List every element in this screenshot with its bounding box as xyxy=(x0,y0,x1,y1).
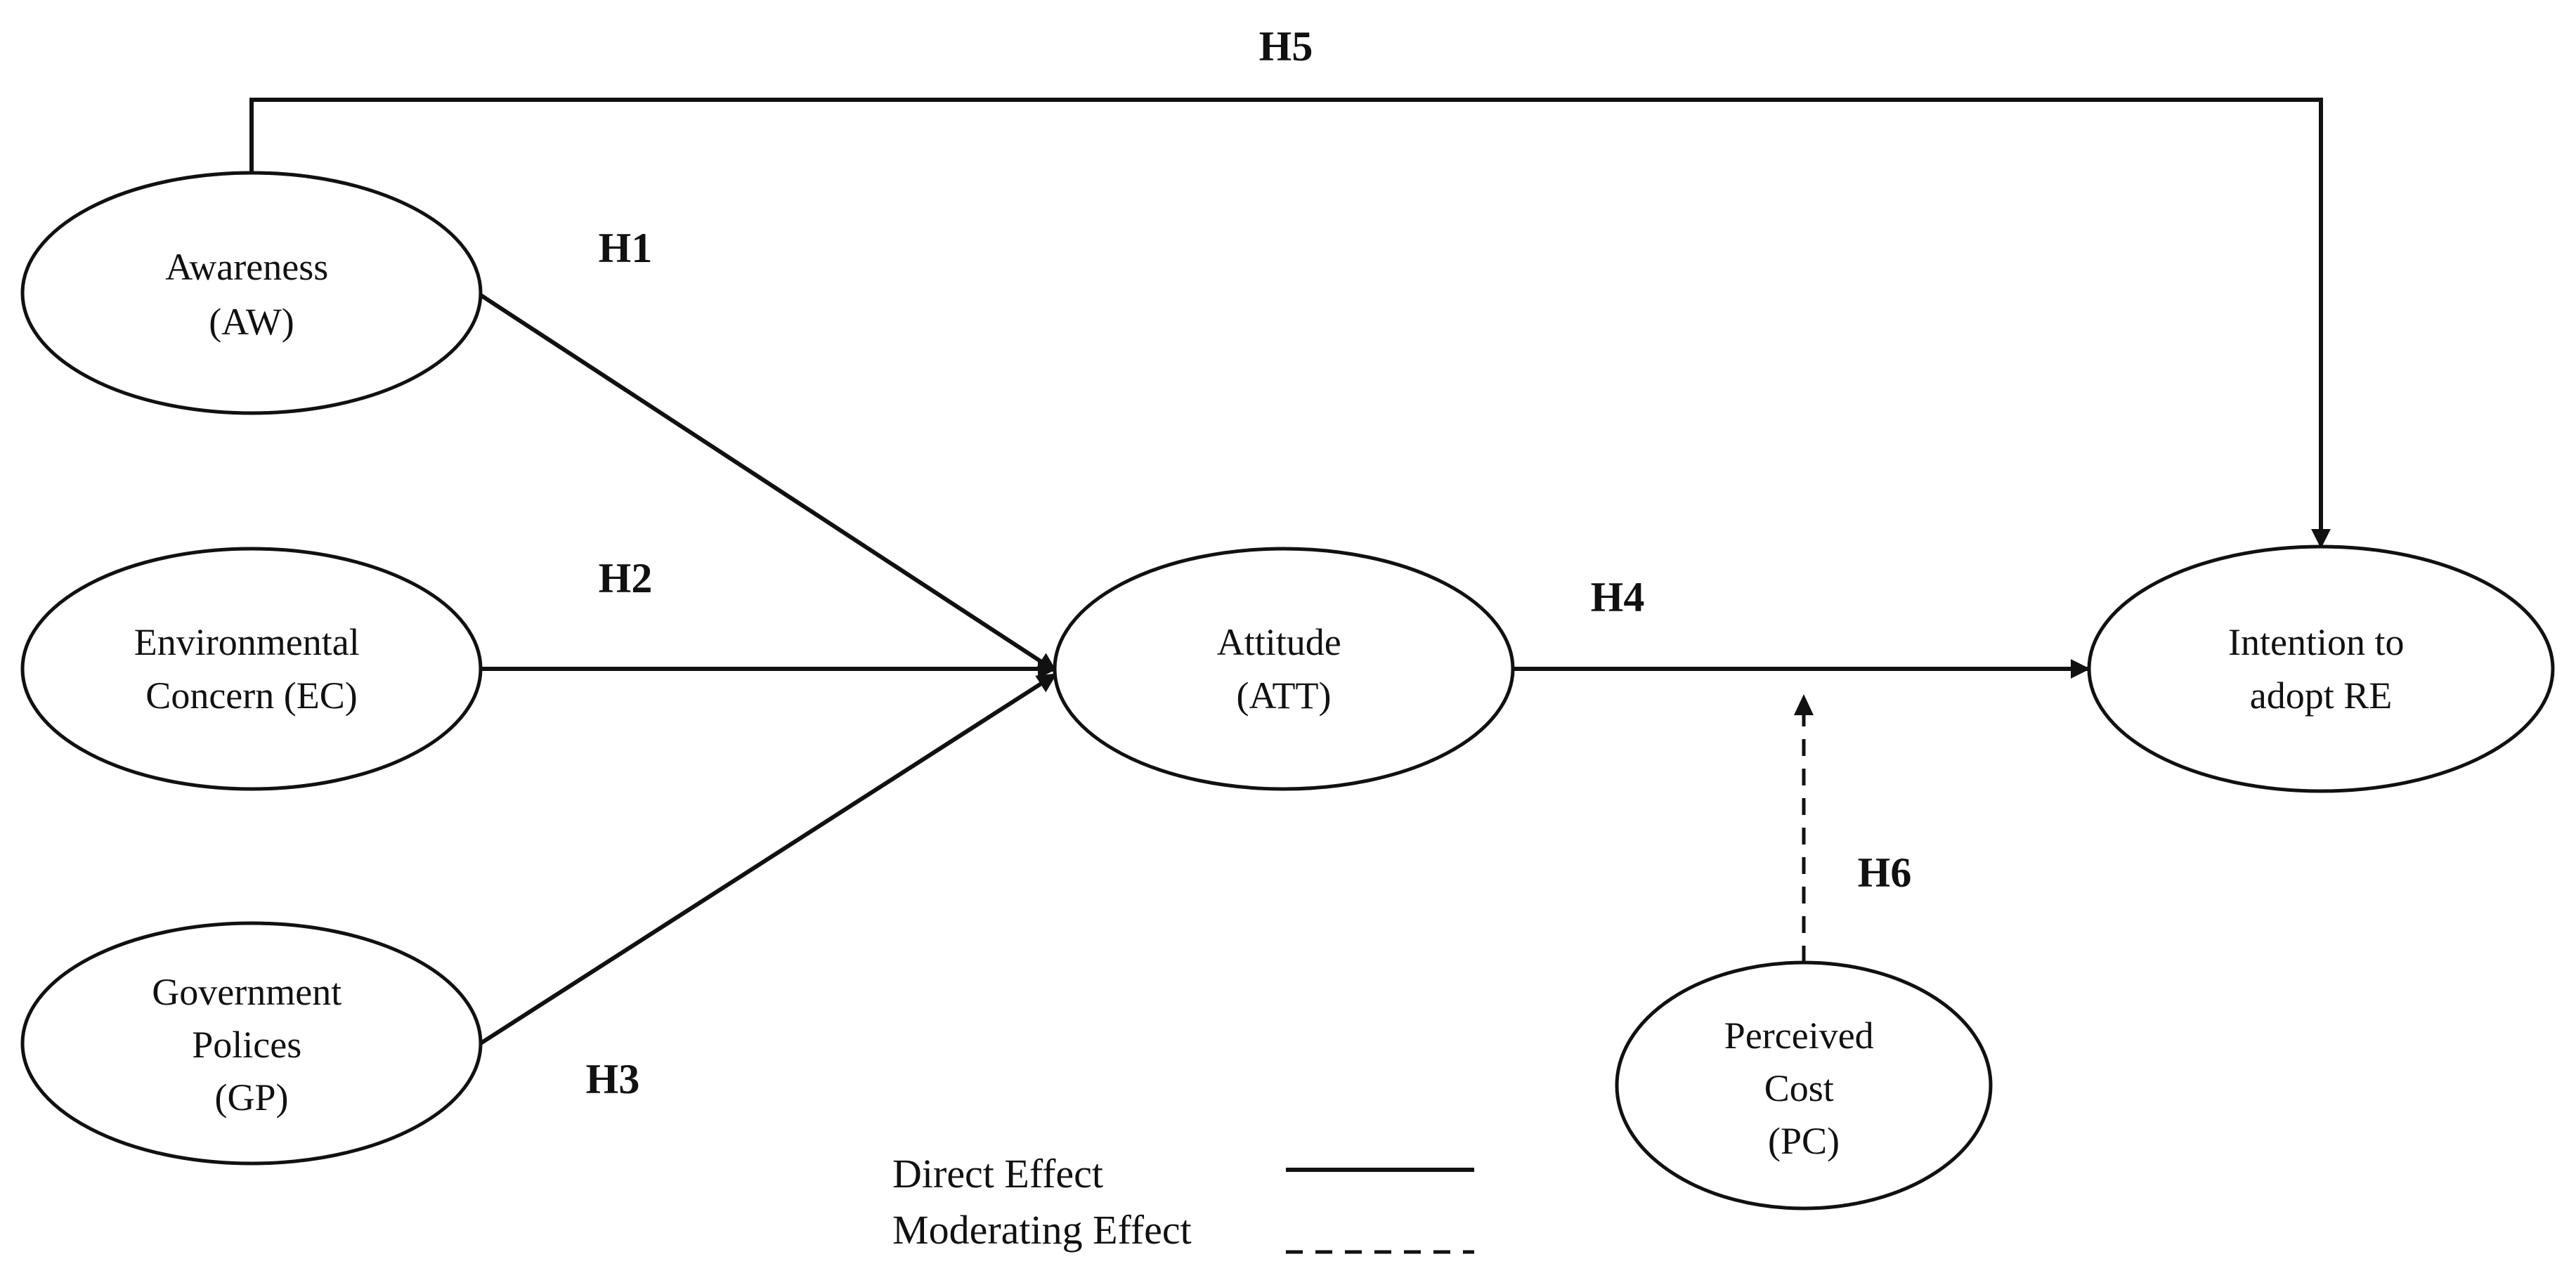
intention-label: Intention to adopt RE xyxy=(2228,621,2414,717)
intention-node xyxy=(2087,544,2555,793)
legend-direct-label: Direct Effect xyxy=(892,1151,1103,1196)
h6-arrowhead xyxy=(1794,694,1814,715)
environmental-concern-node xyxy=(20,547,483,791)
legend-moderating-label: Moderating Effect xyxy=(892,1207,1192,1253)
awareness-node xyxy=(20,171,483,415)
h1-path xyxy=(479,293,1058,673)
perceived-cost-label: Perceived Cost (PC) xyxy=(1724,1015,1883,1162)
h3-path xyxy=(479,672,1058,1045)
perceived-cost-node xyxy=(1615,960,1993,1211)
attitude-label: Attitude (ATT) xyxy=(1217,621,1351,717)
h4-label: H4 xyxy=(1591,574,1645,620)
h5-path xyxy=(249,98,2331,549)
h5-label: H5 xyxy=(1259,23,1313,70)
h1-label: H1 xyxy=(599,225,653,271)
h2-label: H2 xyxy=(599,555,653,601)
environmental-concern-label: Environmental Concern (EC) xyxy=(134,621,369,717)
h6-label: H6 xyxy=(1858,849,1912,896)
legend: Direct Effect Moderating Effect xyxy=(892,1151,1474,1254)
attitude-node xyxy=(1053,547,1515,791)
h3-label: H3 xyxy=(586,1056,640,1102)
government-policies-node xyxy=(20,921,483,1166)
awareness-label: Awareness (AW) xyxy=(165,246,337,343)
government-policies-label: Government Polices (GP) xyxy=(152,971,351,1118)
